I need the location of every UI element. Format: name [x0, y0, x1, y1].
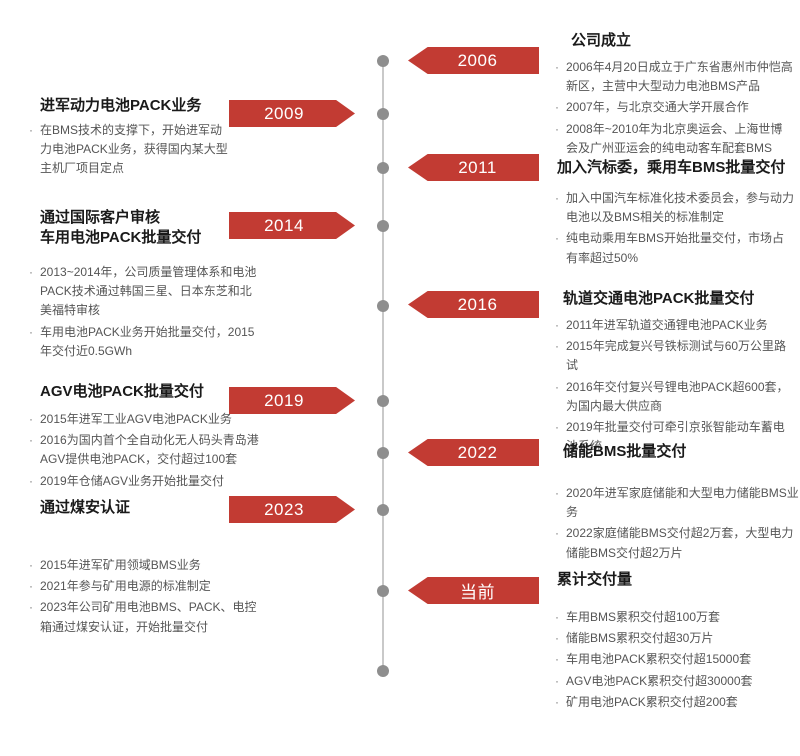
- timeline-dot: [377, 395, 389, 407]
- year-label: 2023: [264, 499, 304, 519]
- bullet-item: 矿用电池PACK累积交付超200套: [552, 693, 800, 712]
- bullet-item: 2011年进军轨道交通锂电池PACK业务: [552, 316, 794, 335]
- bullet-item: 车用电池PACK业务开始批量交付，2015年交付近0.5GWh: [26, 323, 258, 361]
- bullet-item: 纯电动乘用车BMS开始批量交付，市场占有率超过50%: [552, 229, 794, 267]
- year-label: 2014: [264, 215, 304, 235]
- bullet-item: 2006年4月20日成立于广东省惠州市仲恺高新区，主营中大型动力电池BMS产品: [552, 58, 794, 96]
- milestone-title: 通过国际客户审核 车用电池PACK批量交付: [40, 209, 202, 246]
- milestone-bullets: 2011年进军轨道交通锂电池PACK业务 2015年完成复兴号铁标测试与60万公里…: [552, 316, 794, 458]
- milestone-title: 储能BMS批量交付: [563, 443, 687, 460]
- year-label: 2022: [457, 442, 498, 462]
- bullet-item: 2007年，与北京交通大学开展合作: [552, 98, 794, 117]
- milestone-bullets: 2015年进军矿用领域BMS业务 2021年参与矿用电源的标准制定 2023年公司矿…: [26, 556, 258, 639]
- milestone-bullets: 加入中国汽车标准化技术委员会，参与动力电池以及BMS相关的标准制定纯电动乘用车B…: [552, 189, 794, 270]
- milestone-title: 累计交付量: [557, 571, 633, 588]
- timeline-dot: [377, 447, 389, 459]
- bullet-item: 加入中国汽车标准化技术委员会，参与动力电池以及BMS相关的标准制定: [552, 189, 794, 227]
- bullet-item: 2016年交付复兴号锂电池PACK超600套，为国内最大供应商: [552, 378, 794, 416]
- milestone-bullets: 2013~2014年，公司质量管理体系和电池PACK技术通过韩国三星、日本东芝和…: [26, 263, 258, 363]
- year-badge: 2006: [408, 47, 539, 74]
- milestone-title: 通过煤安认证: [40, 499, 131, 516]
- bullet-item: 在BMS技术的支撑下，开始进军动力电池PACK业务，获得国内某大型主机厂项目定点: [26, 121, 228, 179]
- bullet-item: 2023年公司矿用电池BMS、PACK、电控箱通过煤安认证，开始批量交付: [26, 598, 258, 636]
- year-badge: 2022: [408, 439, 539, 466]
- bullet-item: 车用电池PACK累积交付超15000套: [552, 650, 800, 669]
- timeline-dot: [377, 504, 389, 516]
- timeline-dot: [377, 162, 389, 174]
- milestone-bullets: 2006年4月20日成立于广东省惠州市仲恺高新区，主营中大型动力电池BMS产品 2…: [552, 58, 794, 160]
- bullet-item: 2019年批量交付可牵引京张智能动车蓄电池系统: [552, 418, 794, 456]
- milestone-bullets: 车用BMS累积交付超100万套储能BMS累积交付超30万片车用电池PACK累积交…: [552, 608, 800, 714]
- bullet-item: 2013~2014年，公司质量管理体系和电池PACK技术通过韩国三星、日本东芝和…: [26, 263, 258, 321]
- bullet-item: 2015年完成复兴号铁标测试与60万公里路试: [552, 337, 794, 375]
- bullet-item: 2021年参与矿用电源的标准制定: [26, 577, 258, 596]
- milestone-title: 轨道交通电池PACK批量交付: [563, 290, 755, 307]
- bullet-item: 2008年~2010年为北京奥运会、上海世博会及广州亚运会的纯电动客车配套BMS: [552, 120, 794, 158]
- bullet-item: 2016为国内首个全自动化无人码头青岛港AGV提供电池PACK，交付超过100套: [26, 431, 266, 469]
- year-badge: 当前: [408, 577, 539, 604]
- year-label: 2019: [264, 390, 304, 410]
- milestone-bullets: 2015年进军工业AGV电池PACK业务 2016为国内首个全自动化无人码头青岛港…: [26, 410, 266, 493]
- bullet-item: 车用BMS累积交付超100万套: [552, 608, 800, 627]
- bullet-item: 2015年进军矿用领域BMS业务: [26, 556, 258, 575]
- milestone-title: 公司成立: [571, 32, 632, 49]
- timeline-axis: [382, 61, 384, 671]
- year-badge: 2014: [229, 212, 355, 239]
- milestone-bullets: 2020年进军家庭储能和大型电力储能BMS业务2022家庭储能BMS交付超2万套…: [552, 484, 800, 565]
- year-label: 2009: [264, 103, 304, 123]
- year-label: 2011: [458, 157, 497, 177]
- year-badge: 2009: [229, 100, 355, 127]
- milestone-bullets: 在BMS技术的支撑下，开始进军动力电池PACK业务，获得国内某大型主机厂项目定点: [26, 121, 228, 181]
- bullet-item: 2019年仓储AGV业务开始批量交付: [26, 472, 266, 491]
- year-badge: 2023: [229, 496, 355, 523]
- year-badge: 2011: [408, 154, 539, 181]
- milestone-title: 加入汽标委，乘用车BMS批量交付: [557, 159, 786, 176]
- bullet-item: AGV电池PACK累积交付超30000套: [552, 672, 800, 691]
- year-label: 2016: [457, 294, 498, 314]
- timeline-dot: [377, 108, 389, 120]
- bullet-item: 2020年进军家庭储能和大型电力储能BMS业务: [552, 484, 800, 522]
- bullet-item: 2015年进军工业AGV电池PACK业务: [26, 410, 266, 429]
- timeline-end-dot: [377, 665, 389, 677]
- bullet-item: 2022家庭储能BMS交付超2万套，大型电力储能BMS交付超2万片: [552, 524, 800, 562]
- year-badge: 2016: [408, 291, 539, 318]
- bullet-item: 储能BMS累积交付超30万片: [552, 629, 800, 648]
- timeline-dot: [377, 220, 389, 232]
- milestone-title: 进军动力电池PACK业务: [40, 97, 202, 114]
- timeline-dot: [377, 585, 389, 597]
- timeline-dot: [377, 55, 389, 67]
- milestone-title: AGV电池PACK批量交付: [40, 383, 204, 400]
- year-label: 2006: [457, 50, 498, 70]
- timeline-dot: [377, 300, 389, 312]
- year-label: 当前: [460, 583, 495, 602]
